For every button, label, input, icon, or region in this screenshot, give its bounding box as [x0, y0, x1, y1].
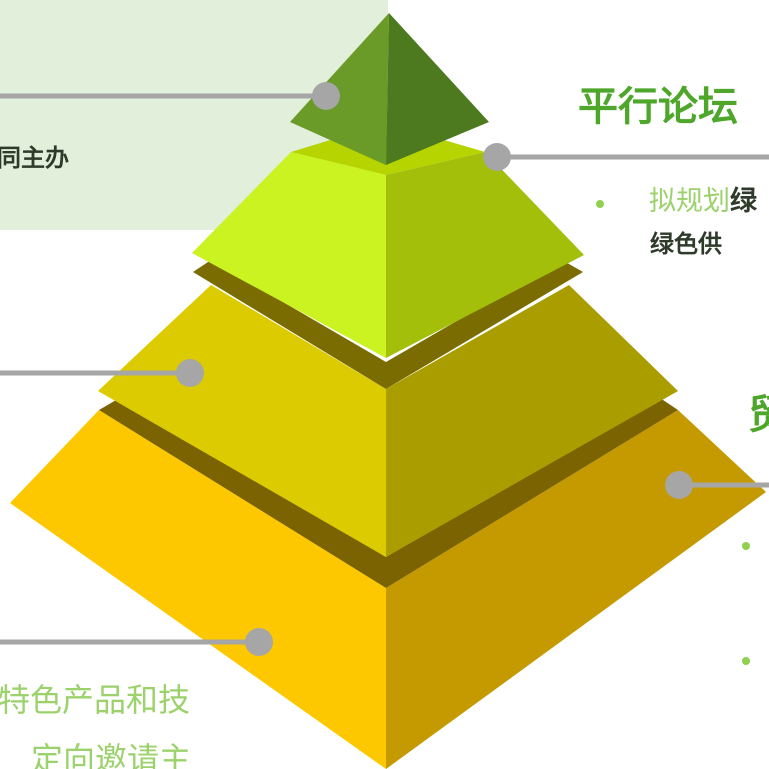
connector-dot-3 [176, 359, 204, 387]
parallel-forum-title: 平行论坛 [578, 84, 738, 130]
connector-dot-2 [483, 143, 511, 171]
supply-chain-text: 绿色供 [650, 230, 722, 258]
bullet-right-2 [742, 657, 750, 665]
connector-dot-4 [665, 471, 693, 499]
level4-top-band-right [386, 396, 678, 588]
co-host-text: 同主办 [0, 144, 69, 172]
level3-top-band-left [193, 260, 386, 389]
bullet-right-1 [742, 542, 750, 550]
level3-right-face [386, 285, 678, 557]
level1-right-face [386, 13, 489, 165]
feature-line-1: 特色产品和技 [0, 681, 191, 719]
level4-left-face [10, 410, 386, 769]
level1-left-face [290, 13, 389, 165]
bullet-plan [596, 200, 604, 208]
connector-dot-1 [312, 82, 340, 110]
level4-top-band-left [99, 396, 386, 588]
connector-dot-5 [245, 628, 273, 656]
feature-line-2: 定向邀请主 [31, 740, 192, 769]
level2-right-face [386, 152, 584, 358]
trade-title-partial: 贸 [748, 392, 769, 438]
level3-left-face [98, 285, 386, 557]
level4-right-face [386, 410, 766, 769]
plan-bold: 绿 [730, 186, 757, 217]
level3-top-band-right [386, 260, 583, 389]
plan-text: 拟规划绿 [649, 188, 757, 215]
level2-left-face [192, 152, 386, 358]
connectors [0, 82, 769, 656]
plan-prefix: 拟规划 [649, 186, 730, 217]
